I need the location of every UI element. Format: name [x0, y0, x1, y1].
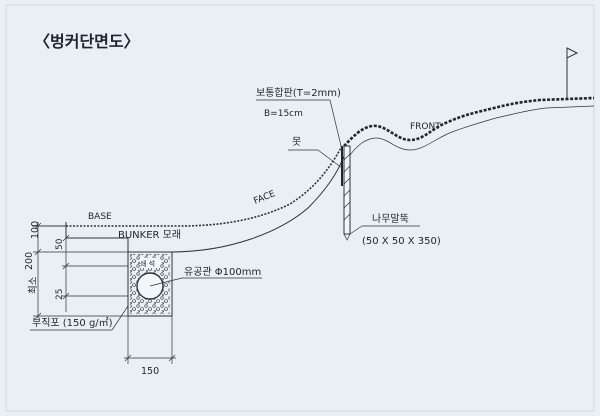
diagram-frame: [5, 4, 595, 412]
pipe-leader: [149, 277, 183, 287]
board-leader: [329, 99, 343, 151]
label-stake-size: (50 X 50 X 350): [362, 236, 441, 247]
label-gravel: 쇄 석: [140, 259, 155, 268]
inner-dimension: [62, 234, 128, 312]
dim-200: 200: [24, 252, 35, 270]
label-base: BASE: [88, 212, 112, 222]
dim-25: 25: [55, 289, 65, 300]
wood-stake: [343, 145, 351, 241]
front-turf-lower-edge: [347, 105, 595, 159]
dim-100: 100: [30, 221, 41, 239]
bottom-dimension: [124, 316, 176, 364]
stake-leader: [349, 225, 363, 235]
fabric-leader: [111, 305, 129, 331]
drain-trench: [127, 251, 173, 317]
label-wood-stake: 나무말뚝: [372, 213, 409, 225]
label-board-width: B=15cm: [264, 109, 303, 119]
flag-icon: [566, 47, 579, 100]
label-board-spec: 보통합판(T=2mm): [256, 87, 341, 99]
label-bunker-sand: BUNKER 모래: [118, 229, 181, 241]
label-drain-pipe: 유공관 Φ100mm: [184, 266, 261, 278]
label-nail: 못: [292, 136, 301, 148]
dim-150: 150: [141, 366, 159, 377]
diagram-title: 〈벙커단면도〉: [34, 32, 140, 51]
label-front: FRONT: [410, 122, 441, 132]
base-face-surface: [66, 145, 343, 227]
left-dimension: [33, 222, 128, 320]
front-turf-surface: [343, 96, 595, 147]
dim-min: 최소: [28, 276, 39, 294]
sub-base-line: [66, 155, 345, 253]
nail-leader: [317, 149, 343, 169]
dim-50: 50: [55, 238, 65, 250]
label-nonwoven: 부직포 (150 g/㎡): [32, 317, 113, 329]
